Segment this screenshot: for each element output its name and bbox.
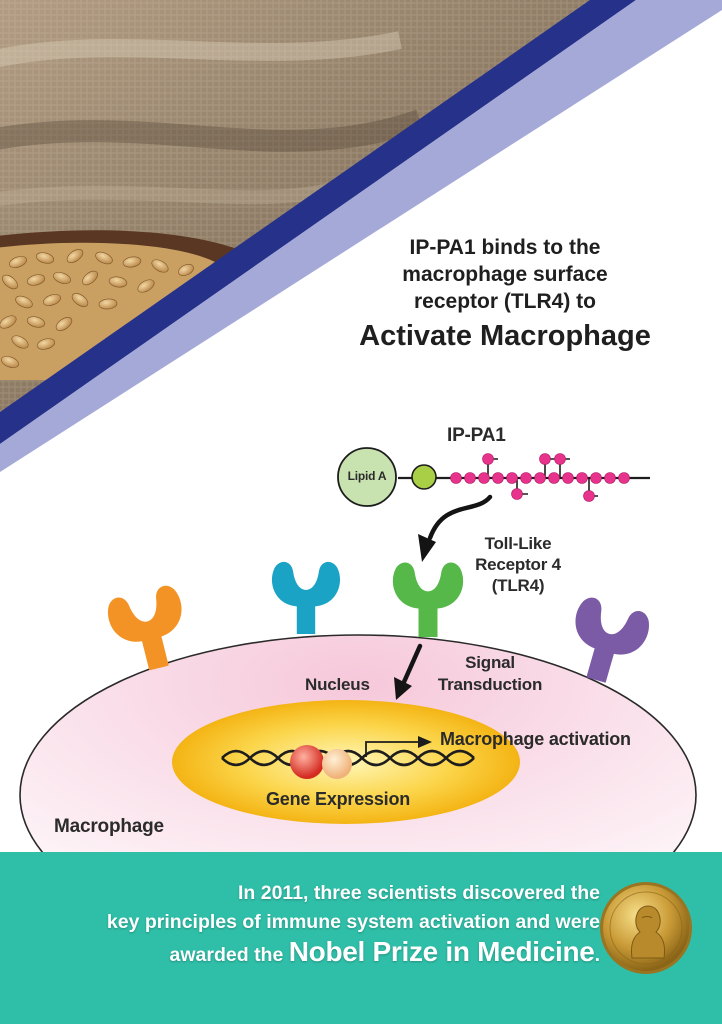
gene-expression-label: Gene Expression <box>266 789 411 809</box>
signal-transduction-label: Signal Transduction <box>420 652 560 696</box>
banner-text: In 2011, three scientists discovered the… <box>107 879 600 970</box>
diagonal-band-light <box>0 0 722 472</box>
receptor-tlr4 <box>392 562 464 637</box>
sugar-beads <box>450 453 630 502</box>
core-sugar <box>411 464 437 490</box>
signal-label-line-1: Signal <box>465 653 515 672</box>
signal-label-line-2: Transduction <box>437 675 543 694</box>
macrophage-activation-label: Macrophage activation <box>440 729 631 749</box>
signal-arrowhead <box>394 677 412 700</box>
ippa1-molecule <box>337 447 650 507</box>
transcription-factor-red <box>290 745 324 779</box>
headline-emphasis: Activate Macrophage <box>359 320 651 352</box>
nobel-medal-icon <box>600 882 692 974</box>
banner-line-3: awarded the Nobel Prize in Medicine. <box>107 937 600 970</box>
lipid-a-circle <box>337 447 397 507</box>
banner-line-2: key principles of immune system activati… <box>106 911 600 933</box>
banner-line-1: In 2011, three scientists discovered the <box>238 882 600 904</box>
ippa1-label: IP-PA1 <box>447 425 506 446</box>
binding-arrowhead <box>418 534 436 562</box>
receptor-purple <box>575 597 649 683</box>
signal-arrow <box>401 643 423 685</box>
banner-line-3-prefix: awarded the <box>169 944 289 966</box>
nobel-prize-emphasis: Nobel Prize in Medicine <box>288 936 595 967</box>
nucleus-label: Nucleus <box>305 675 370 694</box>
tlr4-label-line-2: Receptor 4 <box>475 555 561 574</box>
transcription-factor-peach <box>322 749 352 779</box>
headline-line-3: receptor (TLR4) to <box>413 290 596 313</box>
transcription-arrow <box>365 741 418 757</box>
tlr4-label: Toll-Like Receptor 4 (TLR4) <box>463 533 573 596</box>
receptor-teal <box>271 561 341 634</box>
binding-arrow <box>427 494 493 541</box>
grain-kernels <box>0 249 194 368</box>
tlr4-label-line-1: Toll-Like <box>484 534 552 553</box>
receptor-orange <box>107 585 182 671</box>
tlr4-label-line-3: (TLR4) <box>491 576 545 595</box>
headline-line-1: IP-PA1 binds to the <box>409 236 601 259</box>
headline-line-2: macrophage surface <box>402 263 608 286</box>
banner-line-3-suffix: . <box>594 944 600 966</box>
headline: IP-PA1 binds to the macrophage surface r… <box>330 234 680 355</box>
lipid-a-label: Lipid A <box>347 469 387 483</box>
macrophage-label: Macrophage <box>54 816 164 837</box>
transcription-arrowhead <box>418 736 432 748</box>
